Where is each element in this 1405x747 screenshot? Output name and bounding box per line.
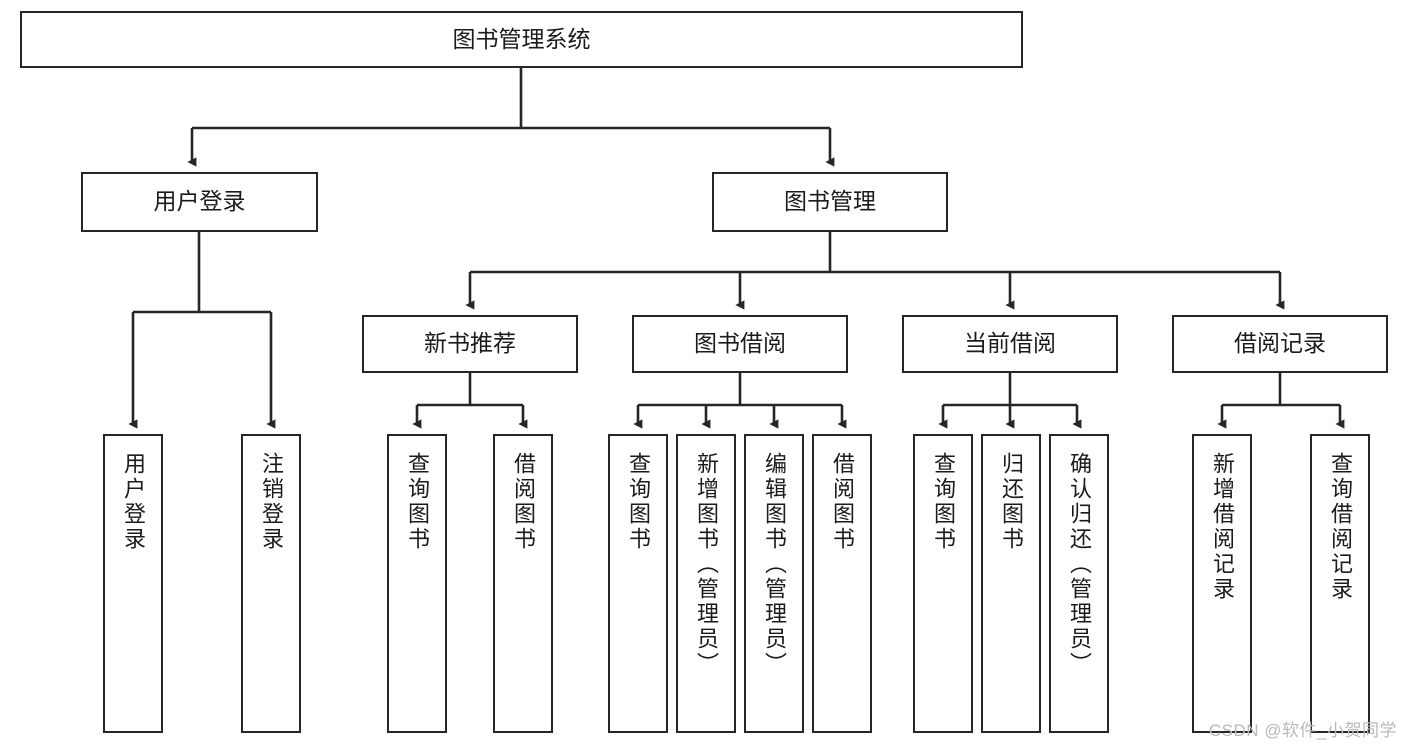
- leaf-add-borrow-record[interactable]: 新增借阅记录: [1192, 434, 1252, 733]
- leaf-query-books-borrow[interactable]: 查询图书: [608, 434, 668, 733]
- node-label: 用户登录: [153, 188, 246, 215]
- node-label: 查询图书: [931, 452, 956, 552]
- leaf-query-books-current[interactable]: 查询图书: [913, 434, 973, 733]
- node-label: 图书管理: [784, 188, 876, 215]
- node-label: 借阅记录: [1234, 330, 1326, 357]
- node-label: 归还图书: [999, 452, 1024, 552]
- leaf-logout[interactable]: 注销登录: [241, 434, 301, 733]
- node-book-borrowing[interactable]: 图书借阅: [632, 315, 848, 373]
- leaf-query-borrow-record[interactable]: 查询借阅记录: [1310, 434, 1370, 733]
- node-label: 借阅图书: [511, 452, 536, 552]
- node-label: 用户登录: [121, 452, 146, 552]
- node-label: 新增借阅记录: [1210, 452, 1235, 602]
- node-label: 查询图书: [405, 452, 430, 552]
- leaf-confirm-return-admin[interactable]: 确认归还（管理员）: [1049, 434, 1109, 733]
- leaf-borrow-books-recommend[interactable]: 借阅图书: [493, 434, 553, 733]
- node-label: 当前借阅: [964, 330, 1056, 357]
- node-label: 新书推荐: [424, 330, 516, 357]
- node-user-login[interactable]: 用户登录: [81, 172, 318, 232]
- node-current-borrowing[interactable]: 当前借阅: [902, 315, 1118, 373]
- leaf-user-login[interactable]: 用户登录: [103, 434, 163, 733]
- node-label: 查询借阅记录: [1328, 452, 1353, 602]
- node-label: 借阅图书: [830, 452, 855, 552]
- leaf-query-books-recommend[interactable]: 查询图书: [387, 434, 447, 733]
- leaf-add-book-admin[interactable]: 新增图书（管理员）: [676, 434, 736, 733]
- node-book-management-system[interactable]: 图书管理系统: [20, 11, 1023, 68]
- node-label: 编辑图书（管理员）: [762, 452, 787, 677]
- node-borrowing-records[interactable]: 借阅记录: [1172, 315, 1388, 373]
- node-label: 注销登录: [259, 452, 284, 552]
- node-label: 新增图书（管理员）: [694, 452, 719, 677]
- node-label: 查询图书: [626, 452, 651, 552]
- node-book-management[interactable]: 图书管理: [712, 172, 948, 232]
- leaf-edit-book-admin[interactable]: 编辑图书（管理员）: [744, 434, 804, 733]
- node-label: 图书借阅: [694, 330, 786, 357]
- node-label: 图书管理系统: [452, 25, 591, 52]
- leaf-borrow-books[interactable]: 借阅图书: [812, 434, 872, 733]
- node-label: 确认归还（管理员）: [1067, 452, 1092, 677]
- leaf-return-books[interactable]: 归还图书: [981, 434, 1041, 733]
- node-new-book-recommendation[interactable]: 新书推荐: [362, 315, 578, 373]
